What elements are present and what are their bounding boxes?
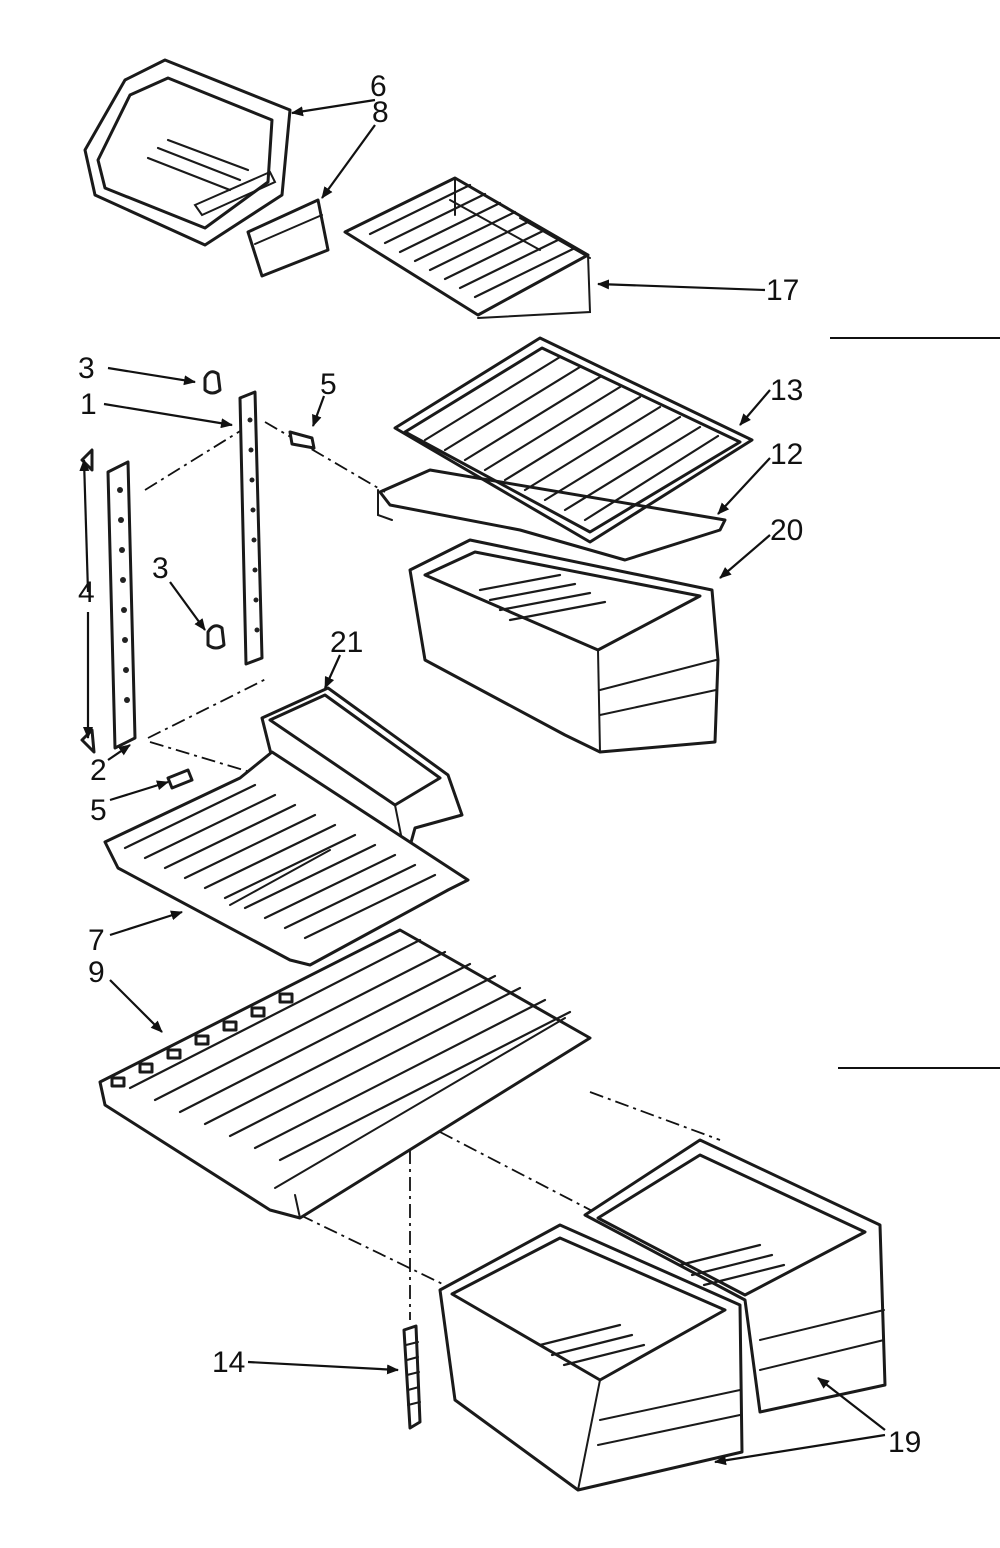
label-3-top: 3 xyxy=(78,352,95,385)
label-1: 1 xyxy=(80,388,97,421)
label-9: 9 xyxy=(88,956,105,989)
crisper-drawer-part-20 xyxy=(408,538,720,754)
shelf-ladder-part-4 xyxy=(80,448,137,754)
bin-clip-part-8 xyxy=(246,198,330,278)
screw-part-14 xyxy=(402,1324,422,1430)
crisper-drawer-part-19-right xyxy=(583,1138,887,1414)
label-5-top: 5 xyxy=(320,368,337,401)
label-20: 20 xyxy=(770,514,803,547)
screw-part-5-bottom xyxy=(166,768,194,790)
label-17: 17 xyxy=(766,274,799,307)
shelf-frame-part-12 xyxy=(377,468,727,562)
cap-part-3-top xyxy=(203,370,222,395)
assembly-lines xyxy=(144,421,721,1320)
label-19: 19 xyxy=(888,1426,921,1459)
callout-labels: 6 8 17 3 1 5 13 12 20 4 3 21 2 5 7 9 14 … xyxy=(78,70,921,1459)
leader-lines xyxy=(79,98,886,1466)
label-8: 8 xyxy=(372,96,389,129)
label-14: 14 xyxy=(212,1346,245,1379)
glass-shelf-part-7 xyxy=(103,750,470,967)
cap-part-3-middle xyxy=(206,624,226,650)
shelf-ladder-part-1 xyxy=(238,390,264,666)
glass-shelf-part-13 xyxy=(393,336,754,544)
label-4: 4 xyxy=(78,576,95,609)
label-5-bottom: 5 xyxy=(90,794,107,827)
crisper-drawer-part-19-left xyxy=(438,1223,744,1492)
label-13: 13 xyxy=(770,374,803,407)
screw-part-5-top xyxy=(288,430,316,450)
large-shelf-part-9 xyxy=(98,928,592,1220)
label-3-middle: 3 xyxy=(152,552,169,585)
label-7: 7 xyxy=(88,924,105,957)
door-bin-part-6 xyxy=(83,58,292,247)
small-bin-part-21 xyxy=(260,686,464,877)
wire-shelf-part-17 xyxy=(343,176,592,319)
label-12: 12 xyxy=(770,438,803,471)
label-21: 21 xyxy=(330,626,363,659)
label-2: 2 xyxy=(90,754,107,787)
label-6: 6 xyxy=(370,70,387,103)
shelf-slot-row xyxy=(110,992,294,1088)
